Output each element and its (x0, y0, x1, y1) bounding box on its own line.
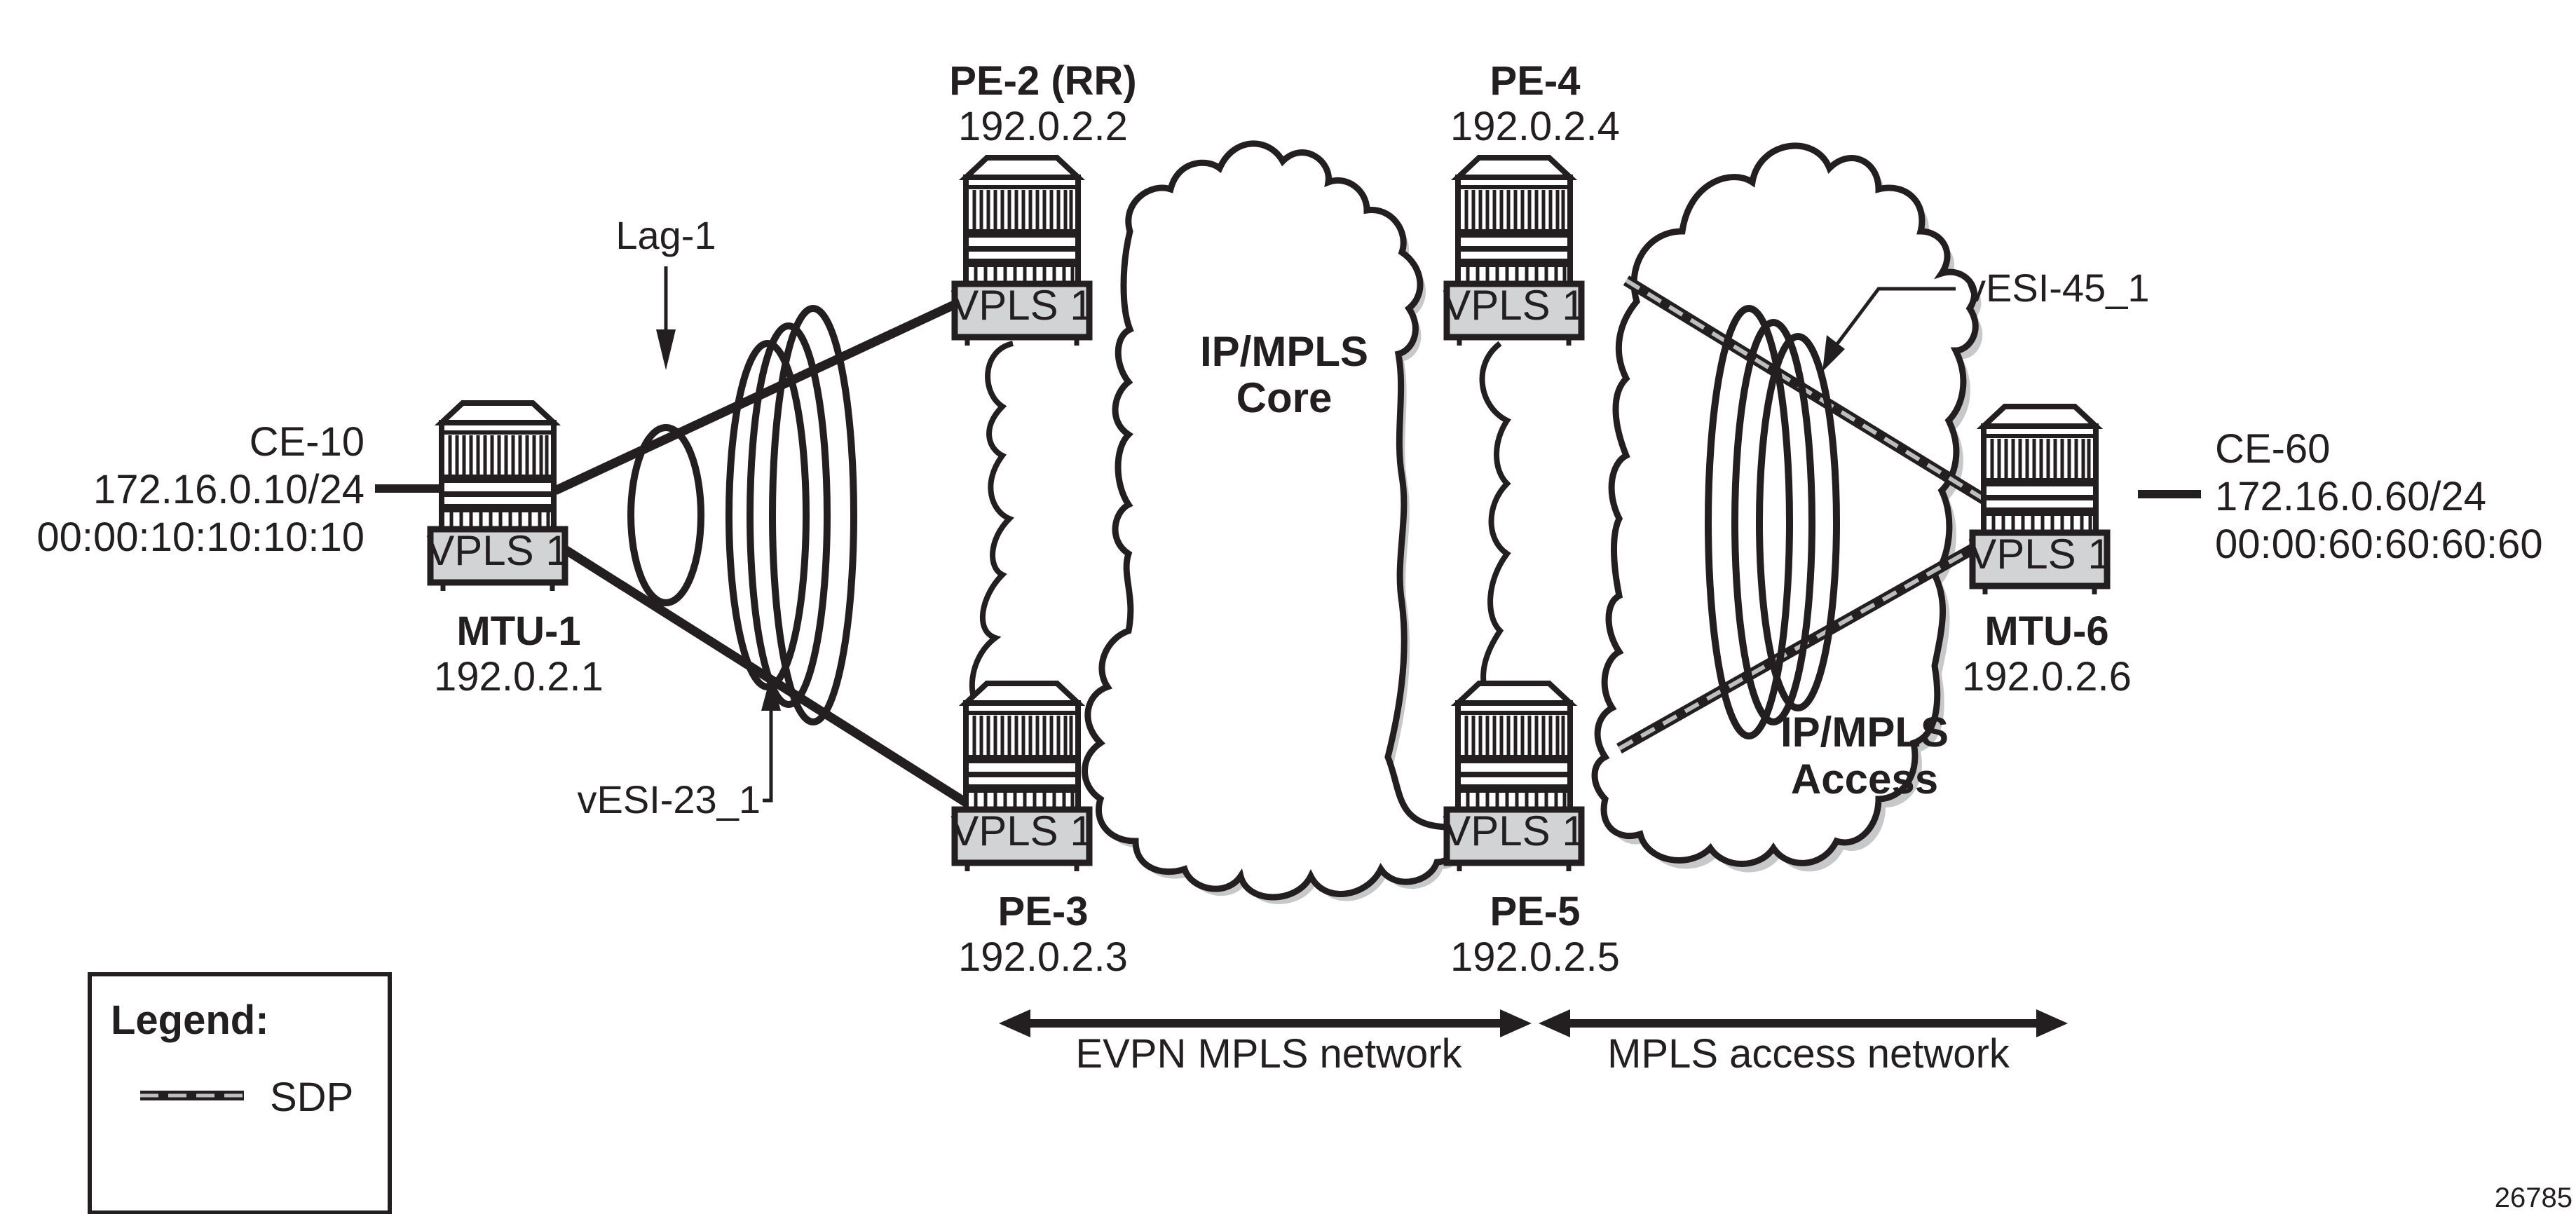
legend-title: Legend: (111, 997, 269, 1043)
vesi23-annotation: vESI-23_1 (578, 674, 781, 821)
router-mtu1[interactable]: VPLS 1 (426, 403, 569, 591)
pe3-service: VPLS 1 (950, 807, 1093, 854)
pe4-name: PE-4 (1490, 58, 1581, 104)
arrow-left-icon (999, 1009, 1030, 1037)
pe2-ip: 192.0.2.2 (958, 104, 1128, 149)
sdp-pe5-mtu6 (1616, 542, 1979, 753)
pe3-name: PE-3 (998, 889, 1089, 934)
arrow-left-icon (1539, 1009, 1570, 1037)
router-pe4[interactable]: VPLS 1 (1443, 158, 1586, 346)
pe4-service: VPLS 1 (1443, 282, 1585, 329)
vesi45-label: vESI-45_1 (1966, 266, 2150, 310)
ce60-mac: 00:00:60:60:60:60 (2215, 521, 2543, 567)
router-mtu6[interactable]: VPLS 1 (1968, 407, 2111, 594)
vesi23-rings (725, 305, 857, 725)
evpn-range-label: EVPN MPLS network (1075, 1031, 1462, 1077)
core-label-1: IP/MPLS (1200, 328, 1368, 375)
lag-label: Lag-1 (615, 213, 716, 257)
arrow-right-icon (2036, 1009, 2068, 1037)
router-pe2[interactable]: VPLS 1 (950, 158, 1093, 346)
mtu1-ip: 192.0.2.1 (434, 654, 604, 700)
arrow-diag-icon (1822, 335, 1845, 371)
access-range: MPLS access network (1539, 1009, 2068, 1077)
pe3-ip: 192.0.2.3 (958, 934, 1128, 980)
cloud-core (969, 140, 1511, 904)
ce10-name: CE-10 (250, 419, 364, 465)
arrow-right-icon (1500, 1009, 1532, 1037)
ce10-mac: 00:00:10:10:10:10 (36, 514, 364, 560)
mtu6-service: VPLS 1 (1968, 531, 2111, 578)
core-label-2: Core (1236, 374, 1333, 421)
mtu6-name: MTU-6 (1984, 608, 2108, 654)
pe5-service: VPLS 1 (1443, 807, 1585, 854)
legend-sdp-label: SDP (270, 1075, 353, 1120)
arrow-up-icon (761, 674, 781, 711)
access-label-1: IP/MPLS (1780, 709, 1949, 756)
legend: Legend: SDP (88, 972, 392, 1214)
router-pe5[interactable]: VPLS 1 (1443, 683, 1586, 871)
router-pe3[interactable]: VPLS 1 (950, 683, 1093, 871)
vesi45-annotation: vESI-45_1 (1822, 266, 2150, 371)
access-range-label: MPLS access network (1607, 1031, 2010, 1077)
ce60-ip: 172.16.0.60/24 (2215, 474, 2486, 519)
vesi23-label: vESI-23_1 (578, 777, 761, 821)
access-label-2: Access (1791, 756, 1938, 803)
mtu1-name: MTU-1 (456, 608, 580, 654)
lag-ellipse (627, 424, 704, 606)
link-mtu1-pe3 (552, 539, 969, 807)
pe2-name: PE-2 (RR) (949, 58, 1136, 104)
pe4-ip: 192.0.2.4 (1450, 104, 1620, 149)
pe5-ip: 192.0.2.5 (1450, 934, 1620, 980)
figure-id: 26785 (2495, 1182, 2572, 1213)
pe5-name: PE-5 (1490, 889, 1581, 934)
mtu1-service: VPLS 1 (426, 527, 568, 574)
ce60-name: CE-60 (2215, 426, 2330, 472)
vesi45-rings (1705, 305, 1840, 739)
lag-annotation: Lag-1 (615, 213, 716, 370)
evpn-range: EVPN MPLS network (999, 1009, 1532, 1077)
arrow-down-icon (656, 329, 676, 370)
ce10-ip: 172.16.0.10/24 (93, 467, 364, 512)
mtu6-ip: 192.0.2.6 (1962, 654, 2132, 700)
pe2-service: VPLS 1 (950, 282, 1093, 329)
